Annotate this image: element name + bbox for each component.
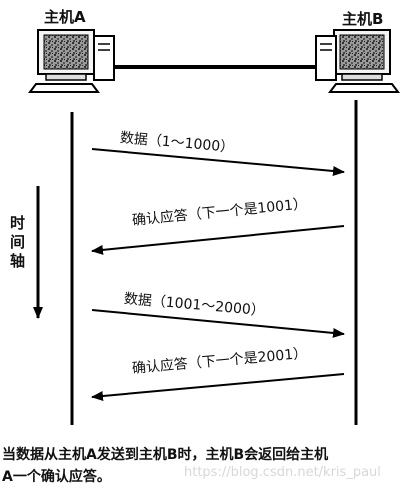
- caption-line-1: 当数据从主机A发送到主机B时，主机B会返回给主机: [2, 447, 329, 463]
- message-arrow-2: [91, 225, 345, 255]
- host-a-label: 主机A: [44, 8, 86, 26]
- watermark-url: https://blog.csdn.net/kris_paul: [184, 465, 381, 480]
- message-arrow-1: [91, 148, 345, 176]
- message-arrow-4: [91, 373, 345, 401]
- time-axis-char: 轴: [10, 252, 26, 270]
- message-arrow-3: [91, 309, 345, 338]
- caption-line-2: A一个确认应答。: [2, 469, 111, 485]
- time-axis-label: 时 间 轴: [10, 214, 25, 271]
- time-axis-char: 时: [10, 214, 26, 232]
- time-axis-char: 间: [10, 233, 26, 251]
- host-b-computer-icon: [315, 29, 400, 93]
- host-b-label: 主机B: [342, 10, 384, 28]
- host-a-computer-icon: [28, 29, 115, 93]
